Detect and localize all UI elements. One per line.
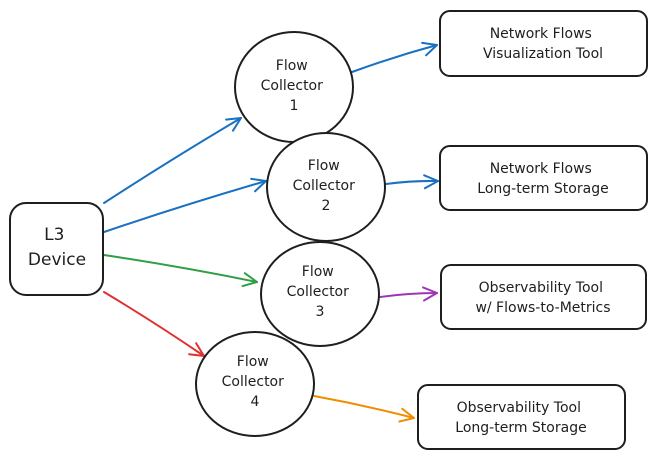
edge-collector1-to-visualization xyxy=(351,41,438,73)
arrowhead xyxy=(188,342,205,357)
collector-2-line-3: 2 xyxy=(322,198,331,214)
observability-storage-node[interactable]: Observability Tool Long-term Storage xyxy=(417,384,626,450)
flow-collector-1-node[interactable]: Flow Collector 1 xyxy=(234,31,354,143)
collector-4-line-2: Collector xyxy=(222,374,284,390)
svg-text:Network Flows Visualizat: Network Flows Visualization Tool xyxy=(483,26,603,62)
edge-device-to-collector1 xyxy=(103,117,242,204)
svg-text:Network Flows Long-term: Network Flows Long-term Storage xyxy=(477,161,608,197)
flows-to-metrics-node[interactable]: Observability Tool w/ Flows-to-Metrics xyxy=(440,264,647,330)
edges-layer xyxy=(103,41,439,423)
arrowhead xyxy=(241,272,258,288)
collector-3-line-2: Collector xyxy=(287,284,349,300)
device-label-line-2: Device xyxy=(28,250,86,270)
svg-text:L3 Device: L3 Device xyxy=(28,225,86,270)
l3-device-node[interactable]: L3 Device xyxy=(9,202,104,296)
edge-device-to-collector3 xyxy=(103,254,258,288)
edge-line xyxy=(351,44,438,73)
arrowhead xyxy=(225,117,242,132)
edge-collector3-to-flows_to_metrics xyxy=(379,286,438,302)
edge-line xyxy=(103,254,258,283)
edge-line xyxy=(313,395,415,419)
flow-collector-2-node[interactable]: Flow Collector 2 xyxy=(266,132,386,242)
visualization-line-2: Visualization Tool xyxy=(483,46,603,62)
obs-storage-line-2: Long-term Storage xyxy=(455,420,586,436)
flow-storage-node[interactable]: Network Flows Long-term Storage xyxy=(439,145,648,211)
edge-line xyxy=(103,117,242,204)
edge-collector2-to-flow_storage xyxy=(385,174,439,190)
svg-text:Flow Collector 4: Flow Collector 4 xyxy=(222,354,289,410)
arrowhead xyxy=(423,174,439,190)
svg-text:Flow Collector 1: Flow Collector 1 xyxy=(261,58,328,114)
visualization-tool-node[interactable]: Network Flows Visualization Tool xyxy=(439,10,648,77)
collector-4-line-1: Flow xyxy=(237,354,269,370)
flow-collector-3-node[interactable]: Flow Collector 3 xyxy=(260,241,380,347)
collector-1-line-1: Flow xyxy=(276,58,308,74)
visualization-line-1: Network Flows xyxy=(490,26,592,42)
collector-3-line-1: Flow xyxy=(302,264,334,280)
edge-device-to-collector4 xyxy=(103,291,205,357)
svg-text:Flow Collector 3: Flow Collector 3 xyxy=(287,264,354,320)
edge-line xyxy=(385,179,439,185)
obs-storage-line-1: Observability Tool xyxy=(457,400,581,416)
flow-storage-line-2: Long-term Storage xyxy=(477,181,608,197)
collector-1-line-2: Collector xyxy=(261,78,323,94)
svg-text:Observability Tool Long-: Observability Tool Long-term Storage xyxy=(455,400,586,436)
collector-4-line-3: 4 xyxy=(251,394,260,410)
flows-to-metrics-line-2: w/ Flows-to-Metrics xyxy=(475,300,610,316)
flows-to-metrics-line-1: Observability Tool xyxy=(479,280,603,296)
svg-text:Flow Collector 2: Flow Collector 2 xyxy=(293,158,360,214)
arrowhead xyxy=(398,407,415,423)
flow-storage-line-1: Network Flows xyxy=(490,161,592,177)
collector-2-line-2: Collector xyxy=(293,178,355,194)
edge-collector4-to-obs_storage xyxy=(313,395,415,423)
edge-line xyxy=(103,291,205,357)
arrowhead xyxy=(250,177,267,193)
edge-line xyxy=(379,292,438,298)
edge-line xyxy=(103,180,267,233)
device-label-line-1: L3 xyxy=(44,225,64,245)
collector-1-line-3: 1 xyxy=(290,98,299,114)
collector-3-line-3: 3 xyxy=(316,304,325,320)
edge-device-to-collector2 xyxy=(103,177,267,233)
collector-2-line-1: Flow xyxy=(308,158,340,174)
arrowhead xyxy=(421,41,438,57)
svg-text:Observability Tool w/ Fl: Observability Tool w/ Flows-to-Metrics xyxy=(475,280,610,316)
flow-collector-4-node[interactable]: Flow Collector 4 xyxy=(195,331,315,437)
arrowhead xyxy=(422,286,438,302)
